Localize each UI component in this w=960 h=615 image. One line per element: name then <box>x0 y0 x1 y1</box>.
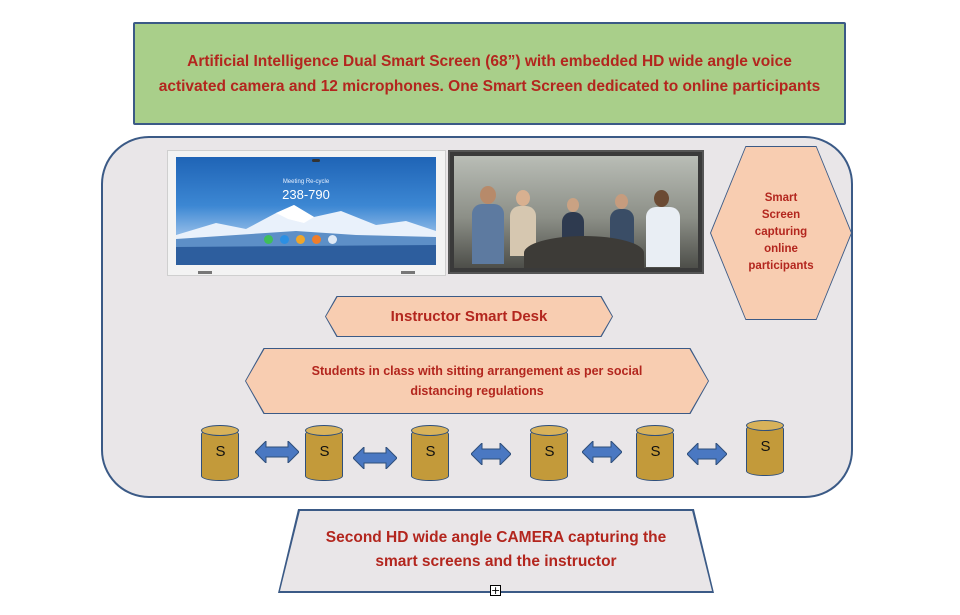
student-seat: S <box>411 425 449 483</box>
top-description-line-1: Artificial Intelligence Dual Smart Scree… <box>187 52 792 70</box>
seat-label: S <box>319 443 330 460</box>
double-arrow-icon <box>471 443 511 465</box>
camera-line-2: smart screens and the instructor <box>375 553 617 570</box>
online-capture-line-3: capturing <box>754 225 808 238</box>
screen-stand-left <box>198 271 212 274</box>
camera-label: Second HD wide angle CAMERA capturing th… <box>300 511 692 589</box>
seat-label: S <box>425 443 436 460</box>
double-arrow-icon <box>582 441 622 463</box>
students-line-2: distancing regulations <box>410 384 544 398</box>
meeting-id: 238-790 <box>282 187 330 202</box>
smart-screen-display: Meeting Re-cycle 238-790 <box>176 157 436 265</box>
share-icon <box>296 235 305 244</box>
camera-line-1: Second HD wide angle CAMERA capturing th… <box>325 529 667 546</box>
settings-icon <box>328 235 337 244</box>
online-capture-line-4: online <box>764 242 798 255</box>
conference-table <box>524 236 644 268</box>
smart-screen-meeting-image: Meeting Re-cycle 238-790 <box>167 150 446 276</box>
students-line-1: Students in class with sitting arrangeme… <box>311 364 643 378</box>
instructor-desk-label: Instructor Smart Desk <box>390 308 548 325</box>
student-seat: S <box>746 420 784 478</box>
online-capture-line-5: participants <box>748 259 814 272</box>
edit-icon <box>280 235 289 244</box>
student-seat: S <box>636 425 674 483</box>
seat-label: S <box>544 443 555 460</box>
double-arrow-icon <box>353 447 397 469</box>
double-arrow-icon <box>255 441 299 463</box>
smart-screen-conference-image <box>448 150 704 274</box>
students-box-shape <box>246 349 708 413</box>
top-description-box: Artificial Intelligence Dual Smart Scree… <box>133 22 846 125</box>
online-capture-label: Smart Screen capturing online participan… <box>735 187 827 277</box>
join-icon <box>312 235 321 244</box>
app-icons-row <box>264 235 337 244</box>
online-capture-line-1: Smart <box>764 191 798 204</box>
student-seat: S <box>201 425 239 483</box>
camera-box-shape <box>280 511 712 591</box>
seat-label: S <box>215 443 226 460</box>
screen-stand-right <box>401 271 415 274</box>
online-capture-line-2: Screen <box>761 208 801 221</box>
meeting-label: Meeting Re-cycle <box>282 179 330 185</box>
students-label: Students in class with sitting arrangeme… <box>280 349 674 413</box>
plus-box-icon[interactable]: + <box>490 584 501 597</box>
conference-room-photo <box>454 156 698 268</box>
camera-icon <box>312 159 320 162</box>
top-description-line-2: activated camera and 12 microphones. One… <box>158 77 821 95</box>
seat-label: S <box>650 443 661 460</box>
student-seat: S <box>305 425 343 483</box>
instructor-desk-shape <box>326 297 612 336</box>
double-arrow-icon <box>687 443 727 465</box>
mountain-landscape-image <box>176 205 436 265</box>
phone-icon <box>264 235 273 244</box>
seat-label: S <box>760 438 771 455</box>
student-seat: S <box>530 425 568 483</box>
